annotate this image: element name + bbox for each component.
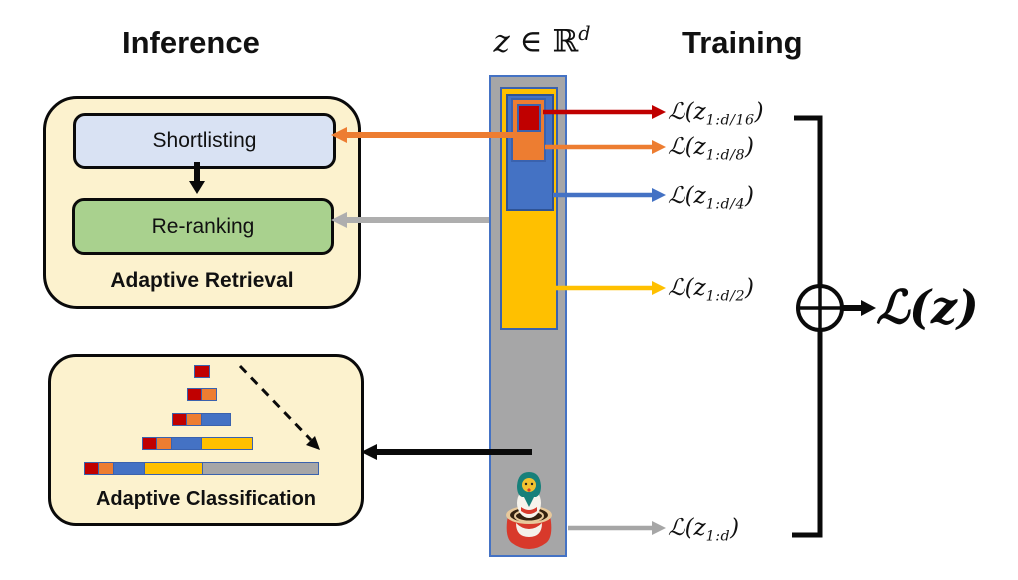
adaptive-retrieval-caption: Adaptive Retrieval <box>110 269 294 292</box>
loss-arrow-d2 <box>556 281 666 295</box>
loss-label-d8: ℒ(z1:d/8) <box>668 134 754 164</box>
segment-red <box>187 388 202 401</box>
doll-mouth <box>527 488 531 492</box>
segment-orange <box>202 388 217 401</box>
loss-label-d: ℒ(z1:d) <box>668 515 740 545</box>
inference-title: Inference <box>122 25 260 60</box>
adaptive-classification-caption: Adaptive Classification <box>95 488 317 510</box>
oplus-icon <box>796 284 844 332</box>
dimension-superscript: d <box>578 22 591 45</box>
classification-bar-row <box>142 437 253 450</box>
classification-bar-row <box>84 462 319 475</box>
embedding-dimension-label: z ∈ ℝd <box>462 22 622 59</box>
shortlisting-label: Shortlisting <box>152 129 257 152</box>
segment-orange <box>187 413 202 426</box>
segment-yellow <box>202 437 253 450</box>
adaptive-retrieval-box: Shortlisting Re-ranking Adaptive Retriev… <box>43 96 361 309</box>
segment-red <box>194 365 210 378</box>
loss-arrow-d <box>568 521 666 535</box>
z-variable: z <box>493 23 510 60</box>
segment-red <box>84 462 99 475</box>
embedding-bar-d-sixteenth <box>517 104 541 132</box>
segment-blue <box>202 413 231 426</box>
segment-red <box>172 413 187 426</box>
reranking-box: Re-ranking <box>72 198 334 255</box>
segment-red <box>142 437 157 450</box>
segment-gray <box>203 462 319 475</box>
classification-bar-row <box>194 365 210 378</box>
doll-body-trim <box>521 507 537 514</box>
aggregate-arrow <box>843 300 876 316</box>
sum-bracket <box>792 115 823 538</box>
segment-blue <box>172 437 202 450</box>
segment-orange <box>99 462 114 475</box>
real-set-symbol: ℝ <box>552 23 579 60</box>
doll-face <box>522 478 536 492</box>
doll-eye <box>530 482 534 486</box>
loss-arrow-d4 <box>553 188 666 202</box>
classification-bar-row <box>172 413 231 426</box>
training-title: Training <box>682 25 803 60</box>
adaptive-classification-box: Adaptive Classification <box>48 354 364 526</box>
loss-label-d4: ℒ(z1:d/4) <box>668 183 754 213</box>
reranking-label: Re-ranking <box>151 214 255 238</box>
element-of-symbol: ∈ <box>519 23 543 60</box>
classification-bar-row <box>187 388 217 401</box>
shortlisting-box: Shortlisting <box>73 113 336 169</box>
segment-orange <box>157 437 172 450</box>
doll-inner-shell <box>516 523 542 537</box>
loss-label-d16: ℒ(z1:d/16) <box>668 99 764 129</box>
matryoshka-doll-icon <box>506 472 552 549</box>
doll-eye <box>524 482 528 486</box>
segment-blue <box>114 462 145 475</box>
aggregate-loss-label: ℒ(z) <box>876 280 979 334</box>
doll-scarf-knot <box>524 497 534 507</box>
loss-label-d2: ℒ(z1:d/2) <box>668 275 754 305</box>
segment-yellow <box>145 462 203 475</box>
